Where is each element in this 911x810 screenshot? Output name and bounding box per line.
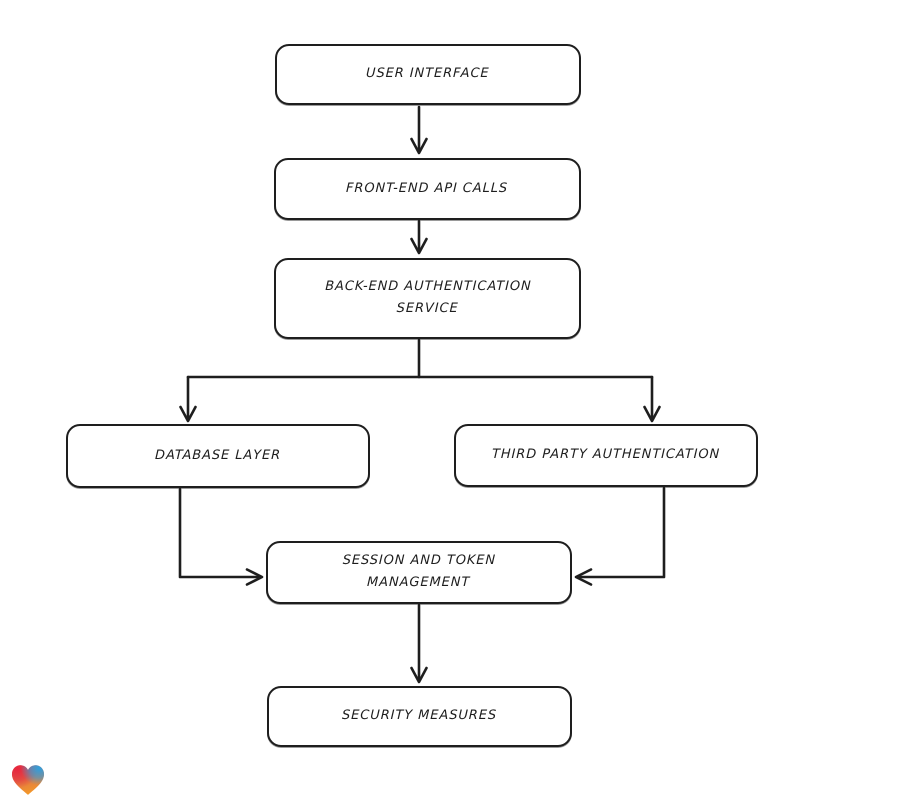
arrow-ui-to-frontend (410, 105, 428, 155)
node-label: SESSION AND TOKEN MANAGEMENT (342, 553, 497, 591)
node-label: USER INTERFACE (365, 66, 491, 82)
arrow-database-to-session (178, 487, 264, 586)
node-user-interface: USER INTERFACE (275, 44, 581, 105)
node-back-end-authentication-service: BACK-END AUTHENTICATION SERVICE (274, 258, 581, 339)
node-label: SECURITY MEASURES (341, 708, 498, 724)
arrow-backend-branch (179, 338, 661, 423)
node-label: DATABASE LAYER (154, 447, 282, 463)
node-label: FRONT-END API CALLS (346, 180, 509, 196)
node-label: THIRD PARTY AUTHENTICATION (491, 447, 721, 463)
arrow-thirdparty-to-session (574, 486, 666, 586)
arrow-frontend-to-backend (410, 219, 428, 255)
node-session-and-token-management: SESSION AND TOKEN MANAGEMENT (266, 541, 572, 604)
node-security-measures: SECURITY MEASURES (267, 686, 572, 747)
arrow-session-to-security (410, 603, 428, 684)
node-third-party-authentication: THIRD PARTY AUTHENTICATION (454, 424, 758, 487)
gradient-heart-logo-icon[interactable] (9, 761, 47, 799)
node-database-layer: DATABASE LAYER (66, 424, 370, 488)
node-label: BACK-END AUTHENTICATION SERVICE (324, 279, 532, 317)
node-front-end-api-calls: FRONT-END API CALLS (274, 158, 581, 220)
